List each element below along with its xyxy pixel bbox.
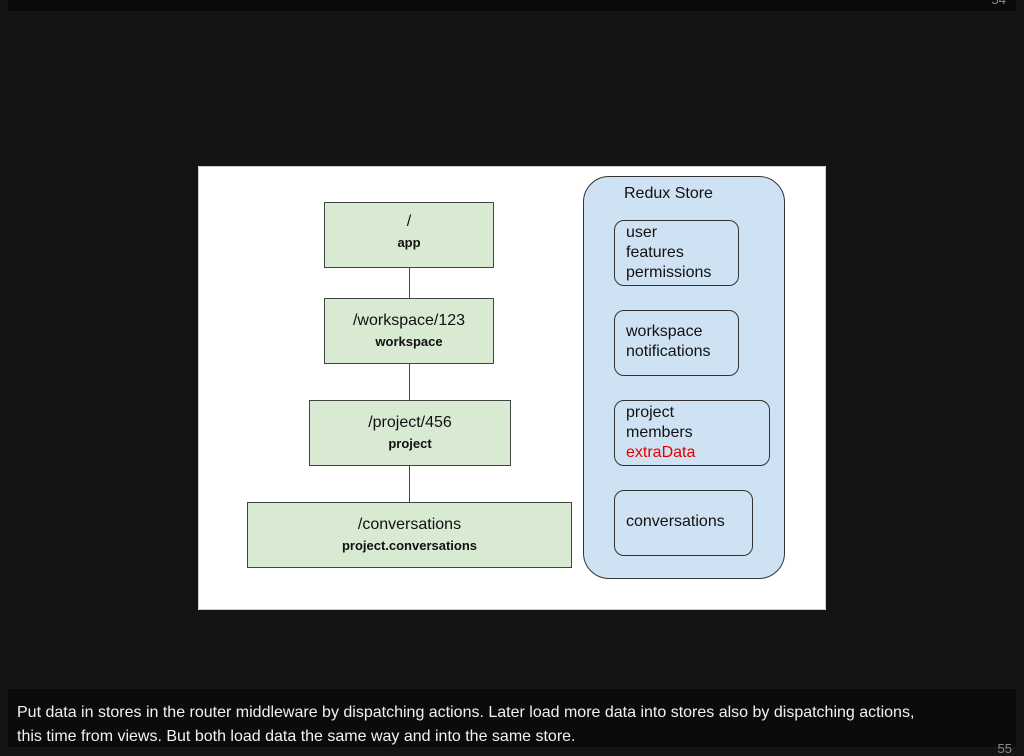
caption-text: Put data in stores in the router middlew… (17, 701, 1007, 749)
route-name: app (397, 235, 421, 250)
route-path: /conversations (357, 516, 462, 533)
route-name: workspace (375, 334, 443, 349)
store-slice-line: project (626, 404, 675, 421)
page-number: 55 (997, 741, 1012, 756)
store-slice-conversations: conversations (614, 490, 753, 556)
route-box-app: / app (324, 202, 494, 268)
route-connector (409, 364, 410, 400)
routing-diagram: / app /workspace/123 workspace /project/… (198, 166, 826, 610)
caption-line: Put data in stores in the router middlew… (17, 704, 915, 721)
store-slice-project: project members extraData (614, 400, 770, 466)
previous-page-number: 54 (992, 0, 1006, 7)
route-path: /project/456 (368, 414, 452, 431)
store-slice-line: features (626, 244, 684, 261)
route-name: project.conversations (341, 538, 478, 553)
store-slice-line: permissions (626, 264, 712, 281)
route-box-workspace: /workspace/123 workspace (324, 298, 494, 364)
store-slice-line-highlighted: extraData (626, 444, 696, 461)
redux-store-title: Redux Store (624, 185, 713, 202)
route-connector (409, 466, 410, 502)
route-connector (409, 268, 410, 298)
redux-store: Redux Store user features permissions wo… (583, 176, 785, 579)
route-path: / (406, 213, 412, 230)
store-slice-line: members (626, 424, 693, 441)
route-name: project (388, 436, 432, 451)
route-box-conversations: /conversations project.conversations (247, 502, 572, 568)
store-slice-line: workspace (626, 323, 703, 340)
slide-caption: Put data in stores in the router middlew… (8, 689, 1016, 747)
store-slice-line: user (626, 224, 658, 241)
store-slice-line: notifications (626, 343, 711, 360)
store-slice-user: user features permissions (614, 220, 739, 286)
route-path: /workspace/123 (352, 312, 466, 329)
caption-line: this time from views. But both load data… (17, 728, 576, 745)
previous-slide-strip: 54 (8, 0, 1016, 11)
store-slice-workspace: workspace notifications (614, 310, 739, 376)
route-box-project: /project/456 project (309, 400, 511, 466)
store-slice-line: conversations (626, 513, 725, 530)
